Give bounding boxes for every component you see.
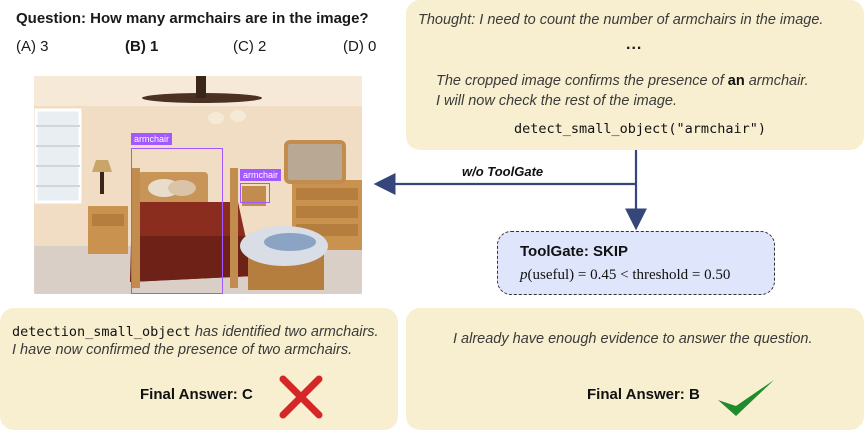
tool-call-code: detect_small_object("armchair") (514, 121, 766, 137)
toolgate-title: ToolGate: SKIP (520, 243, 629, 260)
thought-text: Thought: I need to count the number of a… (418, 12, 824, 28)
confirm-post: armchair. (744, 73, 809, 89)
ellipsis: ... (626, 36, 643, 53)
cross-icon (279, 375, 323, 419)
option-b: (B) 1 (125, 38, 159, 55)
bl-line1: detection_small_object has identified tw… (12, 323, 379, 341)
final-answer-b: Final Answer: B (587, 386, 700, 403)
formula-p: p (520, 267, 528, 283)
bbox-label-2: armchair (240, 169, 282, 181)
confirm-line: The cropped image confirms the presence … (436, 73, 809, 89)
bl-line1-rest: has identified two armchairs. (190, 324, 379, 340)
question-text: Question: How many armchairs are in the … (16, 10, 369, 27)
br-line: I already have enough evidence to answer… (453, 331, 813, 347)
without-toolgate-card: detection_small_object has identified tw… (0, 308, 398, 430)
confirm-bold: an (727, 73, 745, 89)
bl-line2: I have now confirmed the presence of two… (12, 342, 353, 358)
final-answer-c: Final Answer: C (140, 386, 253, 403)
toolgate-formula: p(useful) = 0.45 < threshold = 0.50 (520, 267, 730, 284)
check-line: I will now check the rest of the image. (436, 93, 677, 109)
bbox-armchair-1 (131, 148, 223, 294)
with-toolgate-card: I already have enough evidence to answer… (406, 308, 864, 430)
bbox-label-1: armchair (131, 133, 173, 145)
option-c: (C) 2 (233, 38, 267, 55)
toolgate-box: ToolGate: SKIP p(useful) = 0.45 < thresh… (497, 231, 775, 295)
formula-rest: (useful) = 0.45 < threshold = 0.50 (527, 267, 731, 283)
bedroom-illustration (34, 76, 362, 294)
bbox-armchair-2 (240, 183, 270, 203)
confirm-pre: The cropped image confirms the presence … (436, 73, 728, 89)
option-a: (A) 3 (16, 38, 49, 55)
thought-card: Thought: I need to count the number of a… (406, 0, 864, 150)
bedroom-image: armchair armchair (34, 76, 362, 294)
bl-code: detection_small_object (12, 324, 191, 340)
arrow-label: w/o ToolGate (462, 164, 544, 179)
option-d: (D) 0 (343, 38, 377, 55)
check-icon (718, 380, 774, 416)
